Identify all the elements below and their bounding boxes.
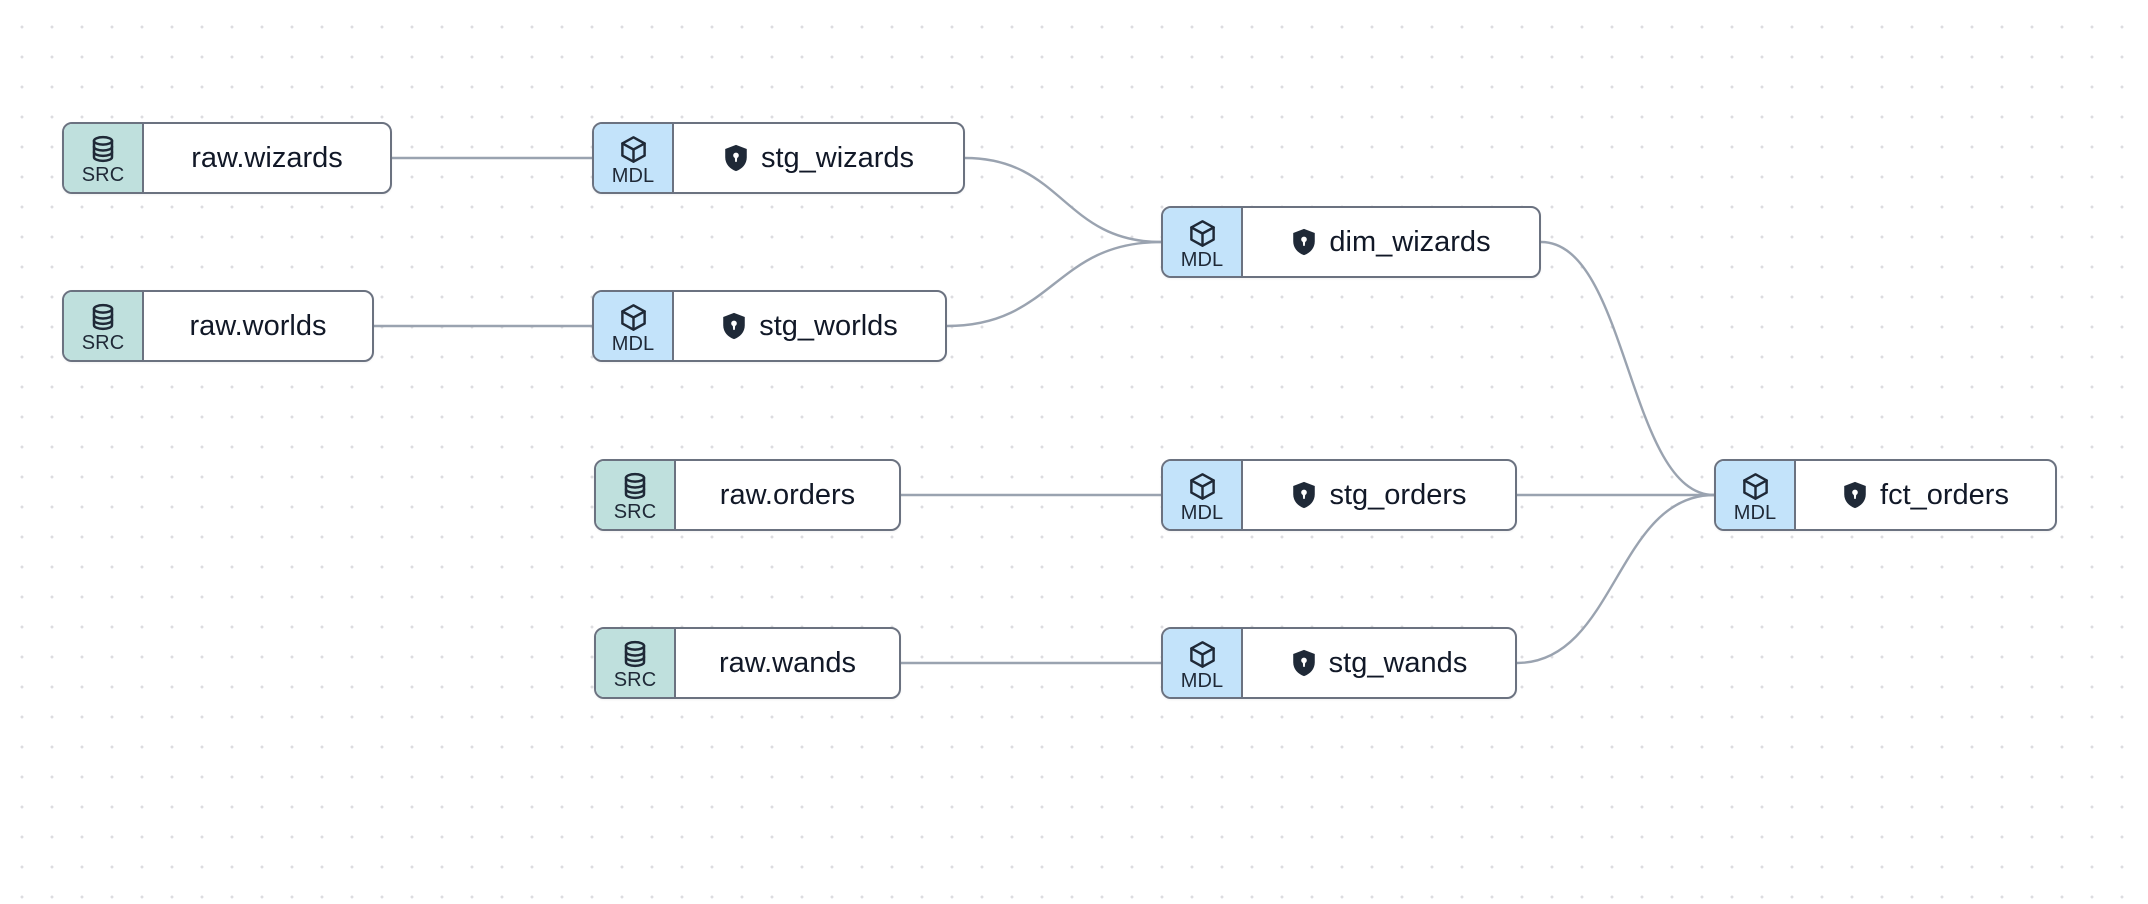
- node-type-badge-stg_wizards[interactable]: MDL: [594, 124, 674, 192]
- node-type-badge-label: MDL: [1180, 248, 1224, 271]
- lineage-node-stg_wizards[interactable]: MDL stg_wizards: [592, 122, 965, 194]
- lineage-node-raw_worlds[interactable]: SRC raw.worlds: [62, 290, 374, 362]
- lineage-node-stg_orders[interactable]: MDL stg_orders: [1161, 459, 1517, 531]
- node-type-badge-label: SRC: [81, 164, 125, 186]
- node-body-raw_wizards[interactable]: raw.wizards: [144, 124, 390, 192]
- node-body-stg_wizards[interactable]: stg_wizards: [674, 124, 963, 192]
- node-label-raw_wands: raw.wands: [718, 646, 856, 679]
- node-type-badge-label: SRC: [613, 669, 657, 691]
- node-body-stg_orders[interactable]: stg_orders: [1243, 461, 1515, 529]
- node-body-raw_wands[interactable]: raw.wands: [676, 629, 899, 697]
- node-body-stg_wands[interactable]: stg_wands: [1243, 629, 1515, 697]
- cube-icon: [1187, 471, 1218, 502]
- lineage-node-raw_orders[interactable]: SRC raw.orders: [594, 459, 901, 531]
- node-type-badge-raw_wizards[interactable]: SRC: [64, 124, 144, 192]
- node-type-badge-stg_wands[interactable]: MDL: [1163, 629, 1243, 697]
- node-type-badge-dim_wizards[interactable]: MDL: [1163, 208, 1243, 276]
- node-label-fct_orders: fct_orders: [1880, 478, 2009, 511]
- shield-lock-icon: [1842, 481, 1868, 509]
- lineage-node-stg_wands[interactable]: MDL stg_wands: [1161, 627, 1517, 699]
- lineage-node-raw_wizards[interactable]: SRC raw.wizards: [62, 122, 392, 194]
- lineage-edge[interactable]: [963, 156, 1163, 244]
- shield-lock-icon: [1291, 649, 1317, 677]
- node-type-badge-raw_worlds[interactable]: SRC: [64, 292, 144, 360]
- node-label-raw_orders: raw.orders: [719, 478, 856, 511]
- node-body-raw_orders[interactable]: raw.orders: [676, 461, 899, 529]
- shield-lock-icon: [1291, 228, 1317, 256]
- node-label-raw_wizards: raw.wizards: [191, 141, 343, 174]
- node-type-badge-label: MDL: [611, 332, 655, 355]
- node-body-stg_worlds[interactable]: stg_worlds: [674, 292, 945, 360]
- lineage-node-stg_worlds[interactable]: MDL stg_worlds: [592, 290, 947, 362]
- node-type-badge-stg_worlds[interactable]: MDL: [594, 292, 674, 360]
- cube-icon: [618, 134, 649, 165]
- lineage-edge[interactable]: [945, 240, 1163, 328]
- node-type-badge-raw_wands[interactable]: SRC: [596, 629, 676, 697]
- database-icon: [88, 302, 118, 332]
- database-icon: [620, 471, 650, 501]
- node-type-badge-raw_orders[interactable]: SRC: [596, 461, 676, 529]
- cube-icon: [1187, 639, 1218, 670]
- lineage-edge[interactable]: [1539, 240, 1716, 497]
- node-label-dim_wizards: dim_wizards: [1329, 225, 1491, 258]
- shield-lock-icon: [721, 312, 747, 340]
- node-type-badge-label: MDL: [1180, 669, 1224, 692]
- cube-icon: [618, 302, 649, 333]
- node-label-stg_orders: stg_orders: [1329, 478, 1467, 511]
- cube-icon: [1187, 218, 1218, 249]
- node-body-fct_orders[interactable]: fct_orders: [1796, 461, 2055, 529]
- node-label-raw_worlds: raw.worlds: [189, 309, 327, 342]
- node-type-badge-label: SRC: [613, 501, 657, 523]
- lineage-node-dim_wizards[interactable]: MDL dim_wizards: [1161, 206, 1541, 278]
- lineage-node-fct_orders[interactable]: MDL fct_orders: [1714, 459, 2057, 531]
- lineage-edge[interactable]: [1515, 493, 1716, 665]
- node-body-dim_wizards[interactable]: dim_wizards: [1243, 208, 1539, 276]
- shield-lock-icon: [723, 144, 749, 172]
- node-type-badge-stg_orders[interactable]: MDL: [1163, 461, 1243, 529]
- database-icon: [620, 639, 650, 669]
- node-type-badge-fct_orders[interactable]: MDL: [1716, 461, 1796, 529]
- database-icon: [88, 134, 118, 164]
- node-type-badge-label: MDL: [611, 164, 655, 187]
- node-label-stg_wizards: stg_wizards: [760, 141, 915, 174]
- node-type-badge-label: SRC: [81, 332, 125, 354]
- node-label-stg_worlds: stg_worlds: [759, 309, 898, 342]
- shield-lock-icon: [1291, 481, 1317, 509]
- node-type-badge-label: MDL: [1180, 501, 1224, 524]
- lineage-node-raw_wands[interactable]: SRC raw.wands: [594, 627, 901, 699]
- node-label-stg_wands: stg_wands: [1328, 646, 1468, 679]
- node-body-raw_worlds[interactable]: raw.worlds: [144, 292, 372, 360]
- node-type-badge-label: MDL: [1733, 501, 1777, 524]
- cube-icon: [1740, 471, 1771, 502]
